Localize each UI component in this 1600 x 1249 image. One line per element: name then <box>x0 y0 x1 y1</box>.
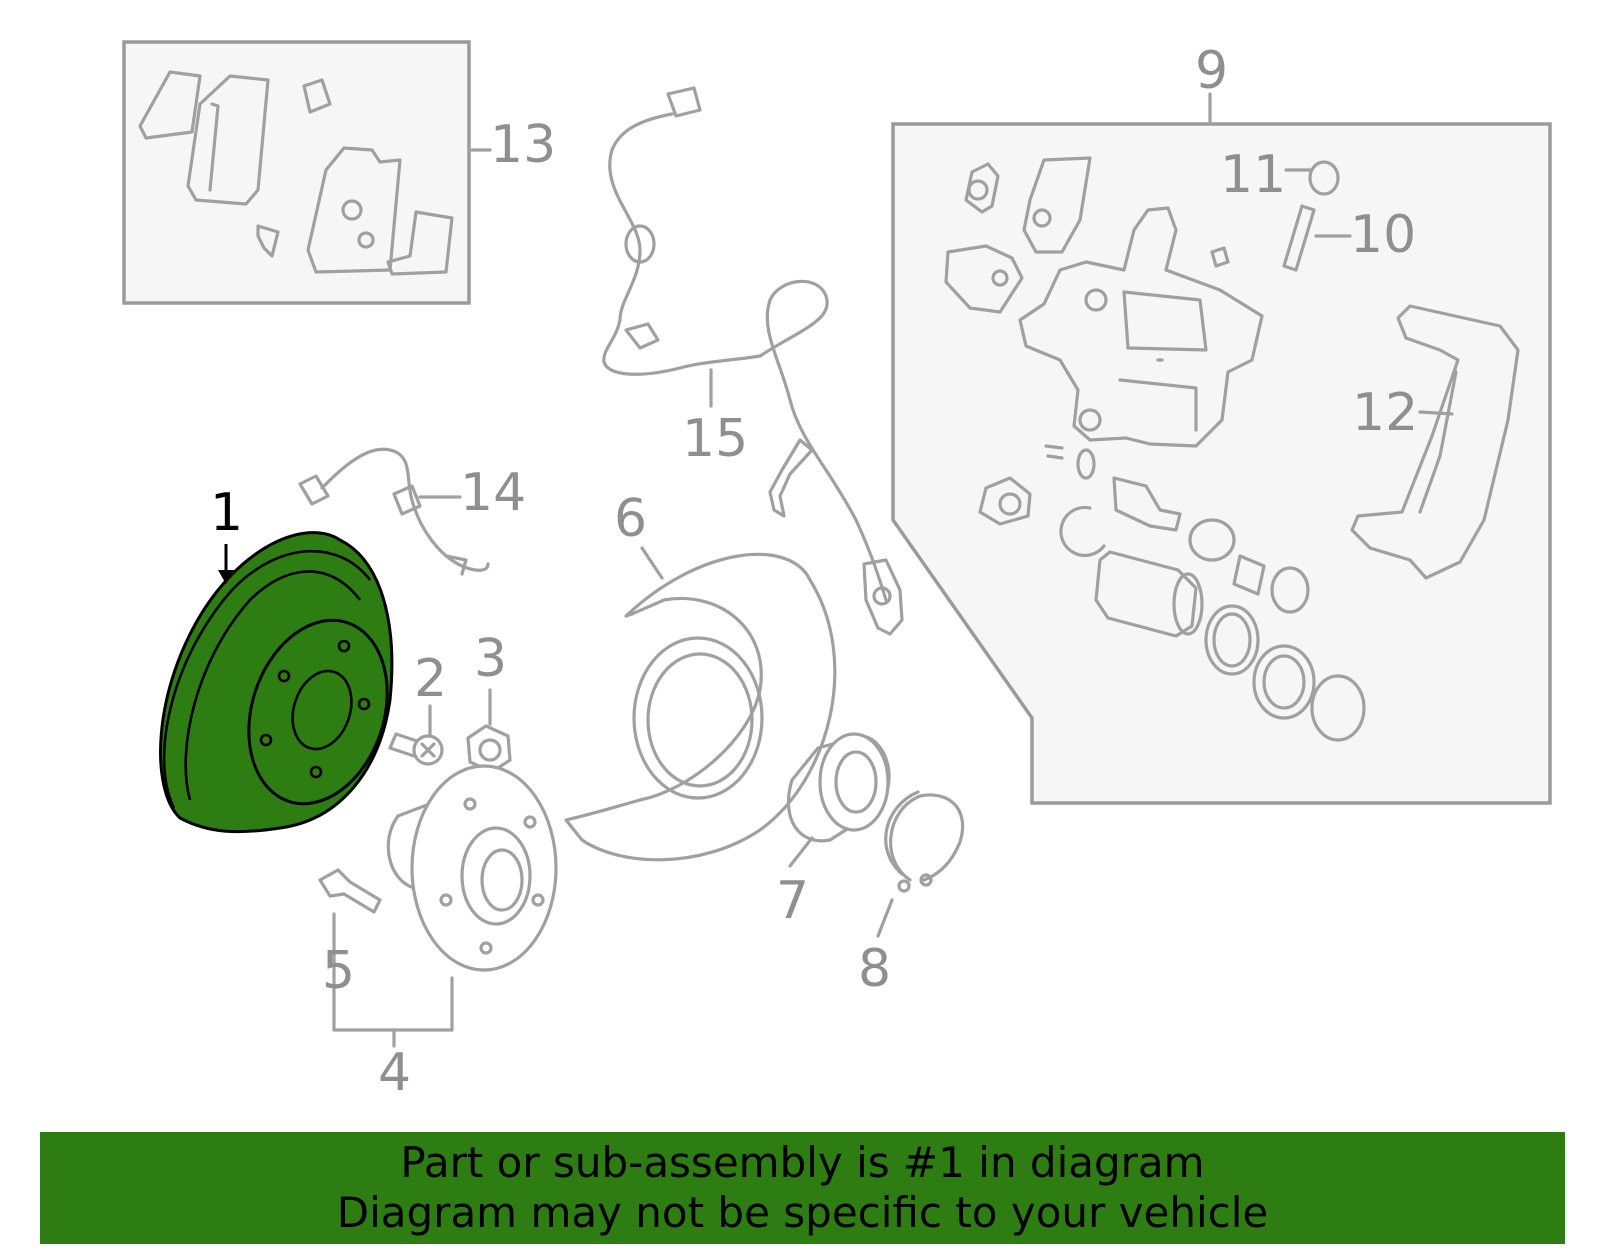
hub-bolt <box>318 868 382 914</box>
callout-8: 8 <box>858 939 891 999</box>
abs-sensor-harness <box>602 86 904 636</box>
hub-nut <box>466 724 512 774</box>
callout-6: 6 <box>614 489 647 549</box>
brake-rotor <box>159 531 394 834</box>
callout-10: 10 <box>1350 205 1416 265</box>
dust-shield <box>564 552 837 862</box>
banner-line-2: Diagram may not be specific to your vehi… <box>336 1188 1269 1237</box>
pad-kit-box <box>122 40 471 305</box>
callout-3: 3 <box>474 629 507 689</box>
callout-9: 9 <box>1195 41 1228 101</box>
banner-line-1: Part or sub-assembly is #1 in diagram <box>400 1138 1205 1187</box>
wheel-hub <box>386 764 558 972</box>
callout-11: 11 <box>1220 145 1286 205</box>
callout-5: 5 <box>322 941 355 1001</box>
wheel-stud <box>388 732 444 766</box>
callout-13: 13 <box>490 115 556 175</box>
callout-14: 14 <box>460 463 526 523</box>
callout-12: 12 <box>1352 383 1418 443</box>
callout-7: 7 <box>776 871 809 931</box>
callout-15: 15 <box>682 409 748 469</box>
brake-hose <box>298 447 490 576</box>
callout-4: 4 <box>378 1043 411 1103</box>
snap-ring <box>884 790 965 893</box>
callout-1: 1 <box>210 483 243 543</box>
wheel-bearing <box>786 732 891 843</box>
callout-2: 2 <box>414 649 447 709</box>
caliper-assembly-box <box>891 122 1552 805</box>
info-banner: Part or sub-assembly is #1 in diagram Di… <box>40 1132 1565 1244</box>
